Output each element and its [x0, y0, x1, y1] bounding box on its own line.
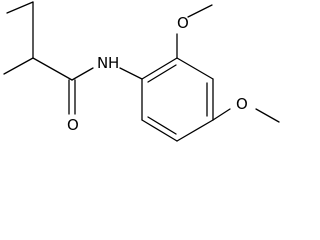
- bond-ethyl-ch3-ch2: [6, 1, 34, 14]
- bond-methoxy-2-methyl: [187, 4, 213, 18]
- chemical-structure: N H O O O: [3, 1, 280, 142]
- bond-ring-c5-c6: [141, 119, 178, 142]
- bond-carbonyl-nitrogen: [71, 67, 94, 81]
- atom-label-carbonyl-oxygen: O: [67, 116, 79, 134]
- bond-ring-methoxy-oxygen-4: [212, 108, 231, 121]
- bond-methoxy-4-methyl: [255, 108, 280, 123]
- bond-ring-c2-c3: [176, 57, 214, 80]
- atom-label-methoxy-oxygen-4: O: [236, 95, 248, 113]
- bond-ring-inner-c5-c6: [147, 116, 177, 135]
- atom-label-amine-hydrogen: H: [108, 54, 119, 72]
- bond-ch-carbonyl: [32, 57, 73, 81]
- bond-nitrogen-ring: [119, 67, 143, 80]
- bond-ring-c4-c5: [176, 119, 214, 142]
- bond-ch-methyl: [3, 57, 34, 75]
- atom-label-nitrogen: N: [97, 54, 108, 72]
- bond-ring-inner-c1-c2: [147, 64, 177, 83]
- bond-ring-c1-c2: [141, 57, 178, 80]
- atom-label-methoxy-oxygen-2: O: [177, 14, 189, 32]
